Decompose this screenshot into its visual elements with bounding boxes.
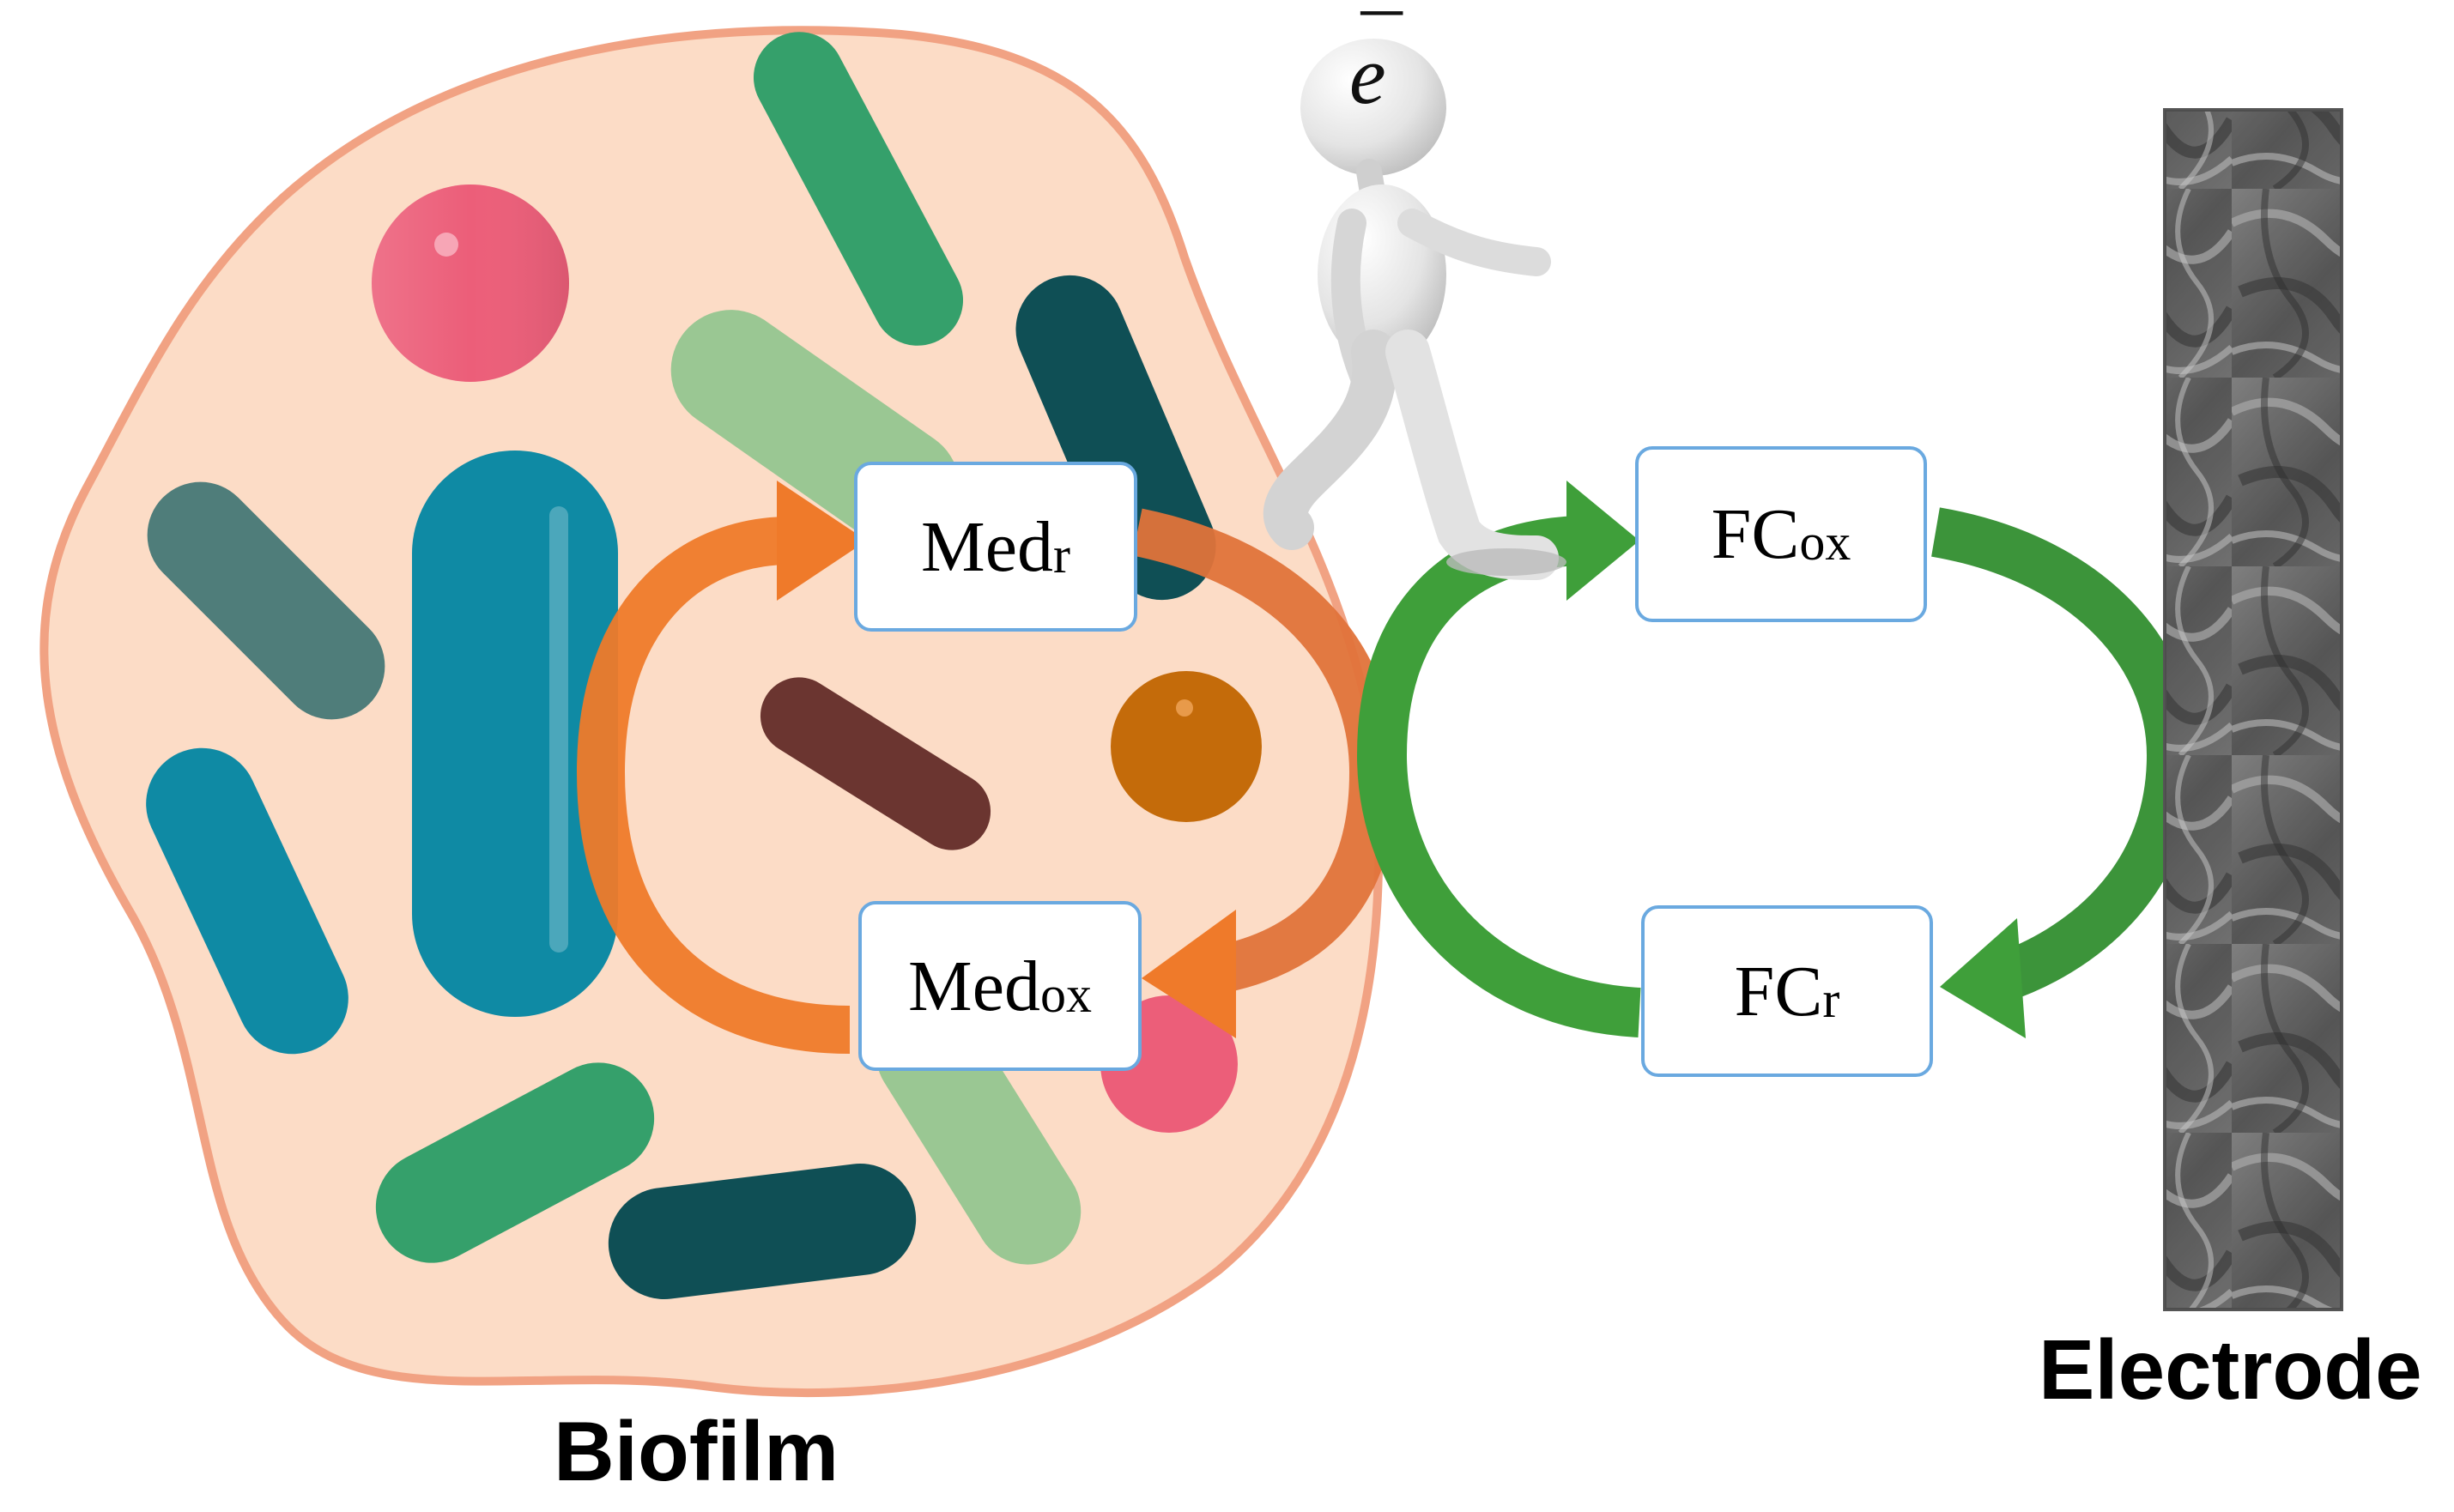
rod-cell <box>753 32 964 346</box>
electron-bar: ¯ <box>1354 0 1396 92</box>
med-reduced-main: Med <box>921 506 1053 587</box>
electron-letter: e <box>1349 29 1386 121</box>
biofilm-label: Biofilm <box>554 1404 839 1498</box>
electrode-surface-texture <box>2163 108 2343 1311</box>
med-reduced-sub: r <box>1053 526 1070 584</box>
rod-cell <box>147 481 385 720</box>
electrode-label: Electrode <box>2039 1322 2422 1417</box>
rod-cell <box>412 451 618 1017</box>
rod-cell <box>375 1062 655 1263</box>
fc-oxidized-main: FC <box>1711 494 1800 574</box>
cocci-cell <box>1111 671 1262 822</box>
fc-reduced-sub: r <box>1822 971 1840 1028</box>
walking-figure-icon <box>1263 39 1566 580</box>
med-oxidized-main: Med <box>908 946 1040 1026</box>
electron-symbol: ¯ e <box>1349 5 1396 117</box>
med-oxidized-sub: ox <box>1039 965 1092 1023</box>
rod-cell <box>608 1163 917 1300</box>
fc-oxidized-sub: ox <box>1799 514 1851 571</box>
rod-cell <box>760 677 991 850</box>
bacteria-group <box>146 32 1262 1300</box>
rod-cell <box>146 747 348 1055</box>
fc-reduced-main: FC <box>1734 951 1823 1031</box>
